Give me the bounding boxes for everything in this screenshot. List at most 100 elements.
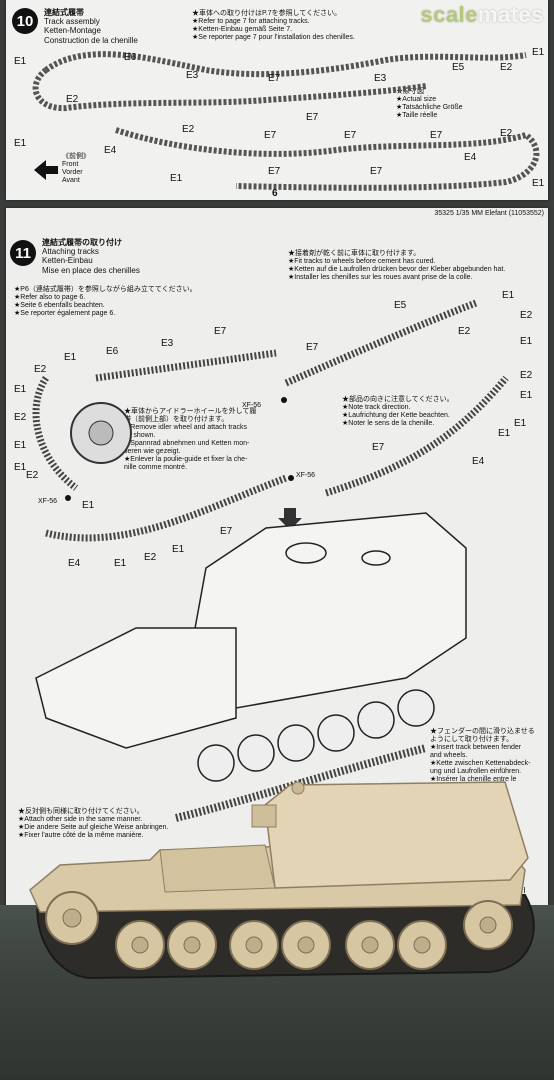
part-label: E3	[161, 338, 174, 349]
part-label: E1	[64, 352, 77, 363]
part-label: E7	[214, 326, 227, 337]
part-label: E2	[500, 128, 513, 139]
part-label: E1	[532, 178, 545, 189]
watermark-logo: scalemates	[420, 2, 544, 27]
paint-marker	[281, 397, 287, 403]
road-wheel	[197, 744, 235, 782]
paint-marker	[288, 475, 294, 481]
part-label: E7	[430, 130, 443, 141]
part-label: E2	[520, 310, 533, 321]
part-label: E1	[514, 418, 527, 429]
road-wheel	[237, 734, 275, 772]
wheel-hub	[131, 936, 149, 954]
part-label: E2	[34, 364, 47, 375]
part-label: E3	[186, 70, 199, 81]
front-hull-outline	[35, 627, 237, 749]
wheel-hub	[413, 936, 431, 954]
front-arrow-icon	[34, 160, 58, 180]
part-label: E1	[172, 544, 185, 555]
part-label: E4	[472, 456, 485, 467]
part-label: E2	[144, 552, 157, 563]
casemate	[264, 781, 529, 889]
part-label: E1	[114, 558, 127, 569]
part-label: E1	[82, 500, 95, 511]
part-label: E1	[14, 56, 27, 67]
paint-code: XF-56	[38, 498, 58, 505]
wheel-hub	[361, 936, 379, 954]
part-label: E2	[520, 370, 533, 381]
part-label: E6	[124, 52, 137, 63]
wheel-hub	[245, 936, 263, 954]
track-run-lower	[115, 127, 540, 191]
road-wheel	[277, 724, 315, 762]
road-wheel	[357, 701, 395, 739]
part-label: E7	[268, 166, 281, 177]
paint-code: XF-56	[296, 472, 316, 479]
part-label: E1	[502, 290, 515, 301]
part-label: E2	[66, 94, 79, 105]
part-label: E7	[370, 166, 383, 177]
part-label: E2	[182, 124, 195, 135]
part-label: E1	[14, 384, 27, 395]
hatch-outline	[361, 550, 391, 566]
wheel-hub	[183, 936, 201, 954]
part-label: E4	[68, 558, 81, 569]
step-11-notes-left: ★P6（連結式履帯）を参照しながら組み立ててください。 ★Refer also …	[14, 286, 197, 318]
step-11-title: 連結式履帯の取り付け Attaching tracks Ketten-Einba…	[42, 238, 140, 275]
part-label: E2	[500, 62, 513, 73]
track-segment-e7-e1	[45, 474, 288, 542]
track-run-upper	[44, 51, 527, 78]
hatch	[291, 781, 305, 795]
part-label: E1	[498, 428, 511, 439]
track-segment-left-loop	[32, 376, 79, 491]
part-label: E7	[264, 130, 277, 141]
step-11-assembly-diagram	[32, 299, 509, 822]
part-label: E5	[452, 62, 465, 73]
wheel-hub	[479, 916, 497, 934]
track-segment-e7-e4	[324, 375, 509, 497]
part-label: E2	[26, 470, 39, 481]
note-track-direction: ★部品の向きに注意してください。 ★Note track direction. …	[342, 396, 454, 428]
note-idler-wheel: ★車体からアイドラーホイールを外して履 帯（前側上部）を取り付けます。 ★Rem…	[124, 408, 257, 472]
part-label: E7	[372, 442, 385, 453]
part-label: E7	[220, 526, 233, 537]
paint-marker	[65, 495, 71, 501]
front-plate	[159, 844, 276, 893]
part-label: E1	[14, 462, 27, 473]
road-wheel	[317, 714, 355, 752]
part-label: E1	[520, 390, 533, 401]
part-label: E7	[344, 130, 357, 141]
part-label: E7	[268, 73, 281, 84]
actual-size-note: ★原寸図 ★Actual size ★Tatsächliche Größe ★T…	[396, 88, 463, 120]
part-label: E6	[106, 346, 119, 357]
note-other-side: ★反対側も同様に取り付けてください。 ★Attach other side in…	[18, 808, 169, 840]
wheel-hub	[62, 908, 82, 928]
instruction-page-top: 10 連結式履帯 Track assembly Ketten-Montage C…	[6, 0, 548, 200]
part-label: E4	[104, 145, 117, 156]
part-label: E1	[170, 173, 183, 184]
part-label: E2	[458, 326, 471, 337]
road-wheel	[397, 689, 435, 727]
step-10-track-diagram	[32, 51, 540, 191]
part-label: E1	[532, 47, 545, 58]
part-label: E5	[394, 300, 407, 311]
hatch-outline	[285, 542, 327, 564]
part-label: E4	[464, 152, 477, 163]
step-10-notes: ★車体への取り付けはP.7を参照してください。 ★Refer to page 7…	[192, 10, 355, 42]
page-number: 6	[272, 188, 278, 199]
wheel-hub	[297, 936, 315, 954]
part-label: E7	[306, 342, 319, 353]
gun-mantlet	[251, 804, 277, 828]
part-label: E1	[14, 440, 27, 451]
part-label: E1	[520, 336, 533, 347]
step-10-badge: 10	[12, 8, 38, 34]
track-run-loop	[32, 67, 427, 112]
step-11-notes-right: ★接着剤が乾く前に車体に取り付けます。 ★Fit tracks to wheel…	[288, 250, 506, 282]
part-label: E7	[306, 112, 319, 123]
track-segment-e7-e3-e5	[284, 299, 478, 387]
front-label: 《前側》 Front Vorder Avant	[62, 153, 90, 185]
step-11-badge: 11	[10, 240, 36, 266]
product-code: 35325 1/35 MM Elefant (11053552)	[434, 210, 544, 217]
paint-code: XF-56	[242, 402, 262, 409]
